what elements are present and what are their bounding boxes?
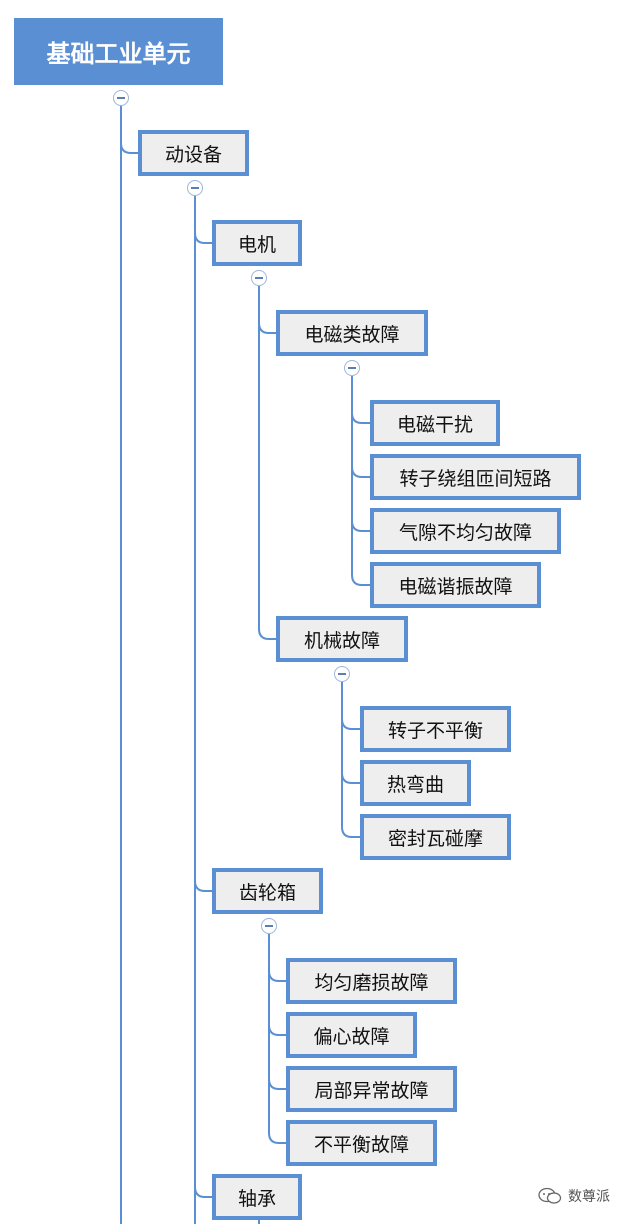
node-gearbox[interactable]: 齿轮箱 xyxy=(212,868,323,914)
root-node[interactable]: 基础工业单元 xyxy=(14,18,223,85)
root-node-label: 基础工业单元 xyxy=(46,40,191,68)
node-bearing-label: 轴承 xyxy=(237,1187,276,1210)
leaf-em-interference[interactable]: 电磁干扰 xyxy=(370,400,500,446)
connector-mech-leaf-1 xyxy=(341,682,360,784)
connector-root-to-moving-equipment xyxy=(120,106,138,154)
node-gearbox-label: 齿轮箱 xyxy=(238,881,296,904)
connector-to-electromagnetic xyxy=(258,286,276,334)
node-mechanical-faults-label: 机械故障 xyxy=(303,629,380,652)
connector-em-leaf-0 xyxy=(351,376,370,424)
connector-gear-leaf-3 xyxy=(268,934,286,1144)
collapse-motor-icon[interactable] xyxy=(251,270,267,286)
leaf-eccentric-fault-label: 偏心故障 xyxy=(313,1025,390,1048)
leaf-em-interference-label: 电磁干扰 xyxy=(396,413,473,436)
connector-to-gearbox xyxy=(194,196,212,892)
wechat-icon xyxy=(538,1187,562,1204)
leaf-rotor-imbalance-label: 转子不平衡 xyxy=(387,719,483,742)
leaf-local-abnormal[interactable]: 局部异常故障 xyxy=(286,1066,457,1112)
leaf-air-gap-fault-label: 气隙不均匀故障 xyxy=(398,521,532,544)
connector-em-leaf-2 xyxy=(351,376,370,532)
connector-gear-leaf-2 xyxy=(268,934,286,1090)
collapse-electromagnetic-icon[interactable] xyxy=(344,360,360,376)
collapse-moving-equipment-icon[interactable] xyxy=(187,180,203,196)
node-moving-equipment[interactable]: 动设备 xyxy=(138,130,249,176)
connector-em-leaf-1 xyxy=(351,376,370,478)
connector-em-leaf-3 xyxy=(351,376,370,586)
connector-gear-leaf-0 xyxy=(268,934,286,982)
leaf-seal-rub-label: 密封瓦碰摩 xyxy=(387,827,483,850)
connector-mech-leaf-0 xyxy=(341,682,360,730)
node-electromagnetic-faults[interactable]: 电磁类故障 xyxy=(276,310,428,356)
collapse-gearbox-icon[interactable] xyxy=(261,918,277,934)
leaf-rotor-winding-short-label: 转子绕组匝间短路 xyxy=(399,467,552,490)
leaf-local-abnormal-label: 局部异常故障 xyxy=(314,1079,429,1102)
node-moving-equipment-label: 动设备 xyxy=(164,143,222,166)
leaf-seal-rub[interactable]: 密封瓦碰摩 xyxy=(360,814,511,860)
node-motor[interactable]: 电机 xyxy=(212,220,302,266)
leaf-eccentric-fault[interactable]: 偏心故障 xyxy=(286,1012,417,1058)
leaf-rotor-winding-short[interactable]: 转子绕组匝间短路 xyxy=(370,454,581,500)
connector-to-motor xyxy=(194,196,212,244)
leaf-uniform-wear-label: 均匀磨损故障 xyxy=(314,971,429,994)
node-mechanical-faults[interactable]: 机械故障 xyxy=(276,616,408,662)
node-bearing[interactable]: 轴承 xyxy=(212,1174,302,1220)
leaf-air-gap-fault[interactable]: 气隙不均匀故障 xyxy=(370,508,561,554)
connector-gear-leaf-1 xyxy=(268,934,286,1036)
collapse-mechanical-icon[interactable] xyxy=(334,666,350,682)
connector-to-bearing xyxy=(194,196,212,1198)
connector-mech-leaf-2 xyxy=(341,682,360,838)
leaf-thermal-bending-label: 热弯曲 xyxy=(386,773,444,796)
connector-to-mechanical xyxy=(258,286,276,640)
leaf-uniform-wear[interactable]: 均匀磨损故障 xyxy=(286,958,457,1004)
node-electromagnetic-faults-label: 电磁类故障 xyxy=(304,323,400,346)
watermark-text: 数尊派 xyxy=(568,1189,610,1205)
leaf-em-resonance-label: 电磁谐振故障 xyxy=(398,575,513,598)
leaf-thermal-bending[interactable]: 热弯曲 xyxy=(360,760,471,806)
watermark: 数尊派 xyxy=(538,1186,610,1206)
leaf-rotor-imbalance[interactable]: 转子不平衡 xyxy=(360,706,511,752)
leaf-em-resonance[interactable]: 电磁谐振故障 xyxy=(370,562,541,608)
leaf-imbalance-fault-label: 不平衡故障 xyxy=(313,1133,409,1156)
node-motor-label: 电机 xyxy=(237,233,276,256)
leaf-imbalance-fault[interactable]: 不平衡故障 xyxy=(286,1120,437,1166)
collapse-root-icon[interactable] xyxy=(113,90,129,106)
